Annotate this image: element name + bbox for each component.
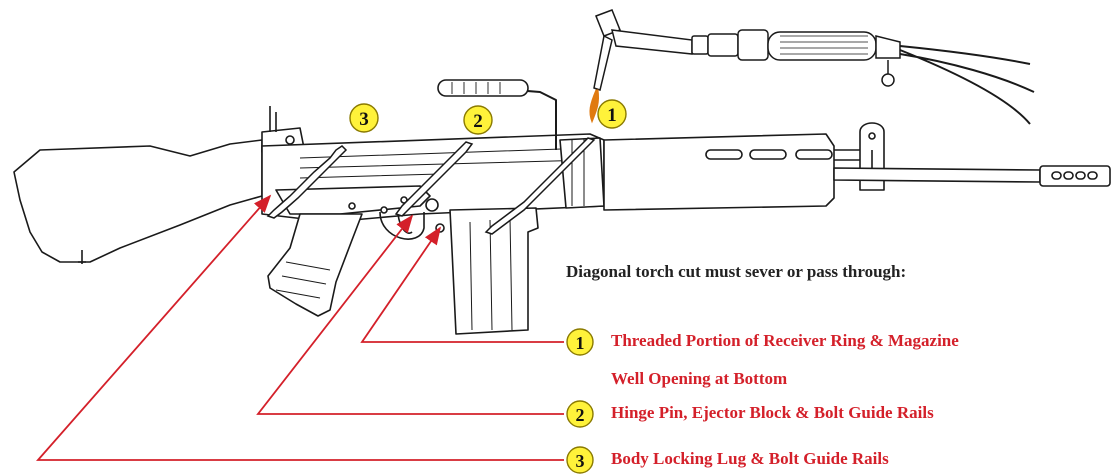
barrel bbox=[833, 167, 1041, 183]
handguard bbox=[603, 133, 835, 211]
buttstock bbox=[13, 139, 263, 263]
legend-item-1-line-2: Well Opening at Bottom bbox=[611, 369, 788, 388]
leader-line-3 bbox=[36, 194, 564, 461]
cutting-torch-icon bbox=[589, 9, 1035, 125]
lower-receiver bbox=[275, 185, 431, 215]
legend-badge-2-label: 2 bbox=[576, 405, 585, 425]
leader-line-2 bbox=[256, 214, 564, 415]
flame bbox=[589, 89, 599, 124]
diagram-heading: Diagonal torch cut must sever or pass th… bbox=[566, 262, 907, 281]
leader-line-1 bbox=[360, 226, 564, 343]
legend-badge-3-label: 3 bbox=[576, 451, 585, 471]
legend-item-1-line-1: Threaded Portion of Receiver Ring & Maga… bbox=[611, 331, 959, 350]
legend-badge-1: 1 bbox=[566, 328, 594, 356]
legend-badge-3: 3 bbox=[566, 446, 594, 474]
carry-handle bbox=[437, 79, 557, 150]
badge-2-top: 2 bbox=[463, 105, 493, 135]
badge-2-label: 2 bbox=[473, 111, 483, 132]
legend-badge-2: 2 bbox=[566, 400, 594, 428]
badge-3-label: 3 bbox=[359, 109, 369, 130]
legend-item-3-line-1: Body Locking Lug & Bolt Guide Rails bbox=[611, 449, 889, 468]
badge-1-top: 1 bbox=[597, 99, 627, 129]
flash-hider bbox=[1039, 165, 1111, 187]
cut-badges: 3 2 1 bbox=[349, 99, 627, 135]
cut-3 bbox=[266, 145, 348, 219]
rifle-drawing bbox=[13, 79, 1111, 335]
leader-lines bbox=[36, 194, 564, 461]
cut-1 bbox=[484, 137, 596, 235]
badge-1-label: 1 bbox=[607, 105, 617, 126]
legend-item-2-line-1: Hinge Pin, Ejector Block & Bolt Guide Ra… bbox=[611, 403, 934, 422]
pistol-grip bbox=[267, 213, 363, 317]
magazine bbox=[449, 207, 539, 335]
legend-badges: 1 2 3 bbox=[566, 328, 594, 474]
trigger-guard bbox=[379, 211, 425, 240]
legend-badge-1-label: 1 bbox=[576, 333, 585, 353]
badge-3-top: 3 bbox=[349, 103, 379, 133]
